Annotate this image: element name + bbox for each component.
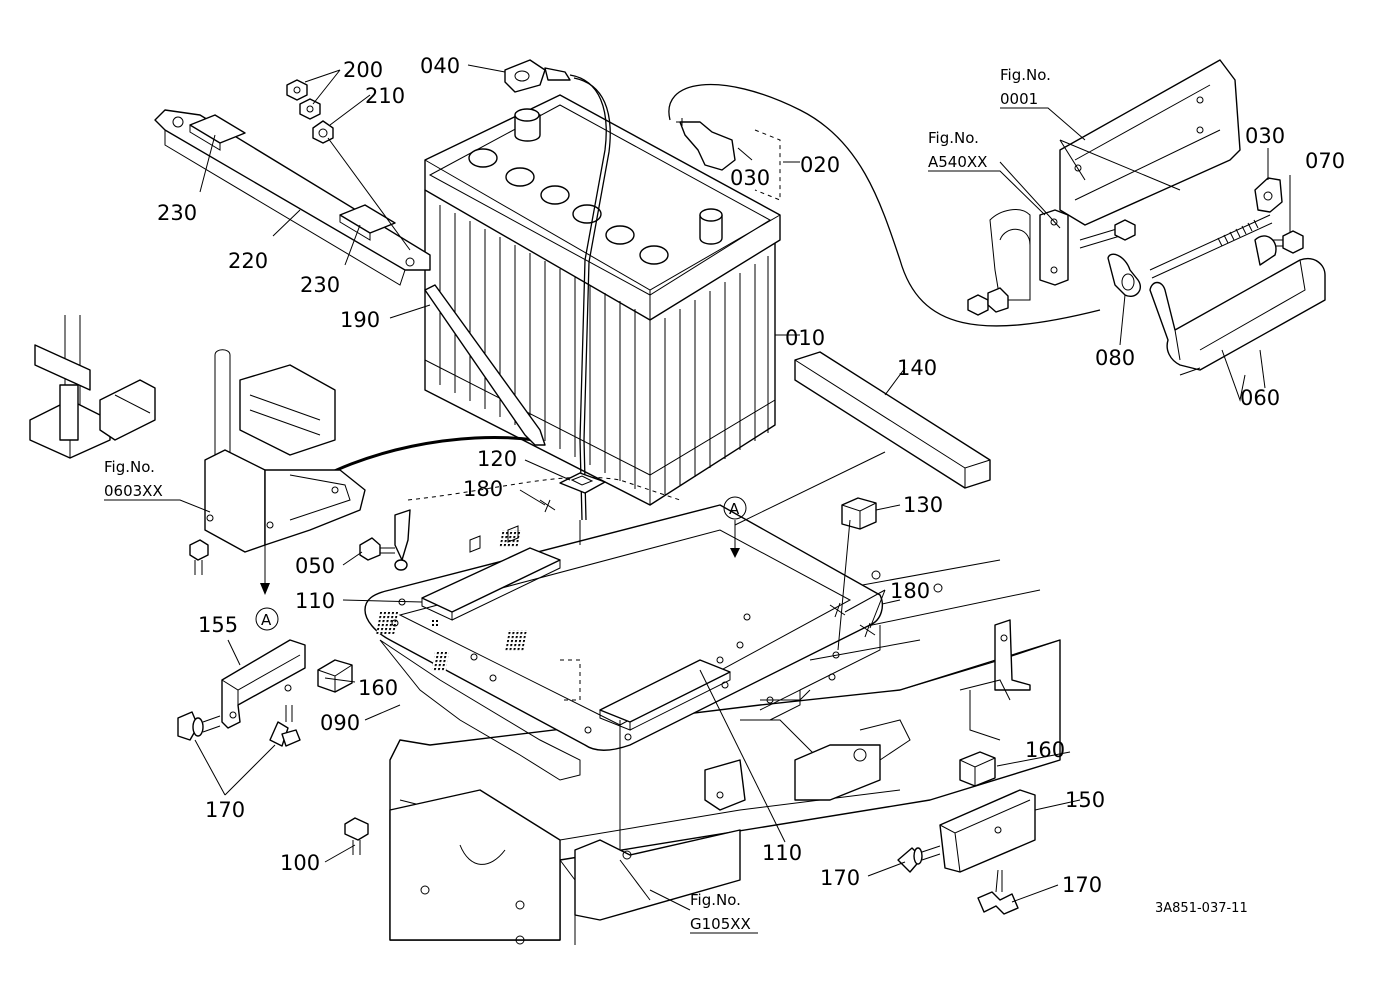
label-120[interactable]: 120 [477, 447, 517, 471]
plate-120[interactable] [559, 472, 606, 494]
plate-030-top[interactable] [1254, 177, 1283, 213]
label-110-right[interactable]: 110 [762, 841, 802, 865]
bolt-100[interactable] [344, 817, 369, 855]
label-170-left[interactable]: 170 [205, 798, 245, 822]
battery-terminal-negative [514, 108, 541, 142]
label-230-top[interactable]: 230 [157, 201, 197, 225]
battery-terminal-positive [699, 208, 723, 245]
label-230-bottom[interactable]: 230 [300, 273, 340, 297]
label-210[interactable]: 210 [365, 84, 405, 108]
frame-chassis [389, 559, 1061, 945]
rubber-strip-110-b[interactable] [599, 659, 731, 731]
battery-vent-caps [468, 148, 669, 265]
nut-210[interactable] [312, 120, 334, 144]
section-marker-a-lower: A [255, 607, 279, 631]
clip-180-b[interactable] [829, 602, 876, 638]
label-030-switch[interactable]: 030 [1245, 124, 1285, 148]
rubber-pad-230-b[interactable] [339, 204, 396, 241]
label-150[interactable]: 150 [1065, 788, 1105, 812]
label-070[interactable]: 070 [1305, 149, 1345, 173]
label-090[interactable]: 090 [320, 711, 360, 735]
label-170-mid[interactable]: 170 [820, 866, 860, 890]
bolt-050[interactable] [359, 537, 395, 561]
label-040[interactable]: 040 [420, 54, 460, 78]
rubber-pad-160-right[interactable] [959, 751, 996, 787]
label-160-right[interactable]: 160 [1025, 738, 1065, 762]
battery-holder-220[interactable] [154, 109, 431, 286]
figure-reference-0001[interactable]: Fig.No. 0001 [1000, 66, 1086, 141]
svg-text:A: A [261, 611, 272, 629]
cover-060[interactable] [1149, 235, 1326, 402]
svg-text:0001: 0001 [1000, 90, 1038, 108]
rubber-pad-230-a[interactable] [189, 114, 246, 151]
part-labels: 010 020 030 030 040 050 060 070 080 090 … [157, 54, 1345, 897]
bolt-030-right[interactable] [1079, 219, 1136, 249]
wing-bolt-170-a[interactable] [177, 711, 221, 741]
label-100[interactable]: 100 [280, 851, 320, 875]
rubber-pad-130[interactable] [841, 497, 877, 530]
frame-upper-right [1059, 59, 1241, 226]
nut-left-bottom [967, 287, 1009, 316]
svg-text:G105XX: G105XX [690, 915, 751, 933]
svg-text:0603XX: 0603XX [104, 482, 163, 500]
label-160-left[interactable]: 160 [358, 676, 398, 700]
label-170-right[interactable]: 170 [1062, 873, 1102, 897]
svg-text:Fig.No.: Fig.No. [1000, 66, 1051, 84]
label-180-right[interactable]: 180 [890, 579, 930, 603]
rod-190[interactable] [424, 284, 546, 446]
label-020[interactable]: 020 [800, 153, 840, 177]
drawing-code: 3A851-037-11 [1155, 901, 1248, 916]
svg-text:A540XX: A540XX [928, 153, 987, 171]
wing-bolt-170-d[interactable] [977, 869, 1019, 915]
clip-180-a[interactable] [539, 499, 556, 513]
label-080[interactable]: 080 [1095, 346, 1135, 370]
figure-reference-A540XX[interactable]: Fig.No. A540XX [928, 129, 1046, 216]
label-050[interactable]: 050 [295, 554, 335, 578]
rubber-pad-160-left[interactable] [317, 659, 353, 693]
svg-text:A: A [729, 500, 740, 518]
bracket-150[interactable] [939, 789, 1036, 873]
stay-140[interactable] [794, 351, 991, 489]
label-200[interactable]: 200 [343, 58, 383, 82]
label-155[interactable]: 155 [198, 613, 238, 637]
frame-mid-right [989, 209, 1069, 301]
label-130[interactable]: 130 [903, 493, 943, 517]
label-010[interactable]: 010 [785, 326, 825, 350]
label-030-battery[interactable]: 030 [730, 166, 770, 190]
wing-bolt-170-c[interactable] [897, 845, 941, 873]
svg-text:Fig.No.: Fig.No. [690, 891, 741, 909]
clamp-080[interactable] [1107, 253, 1142, 297]
figure-reference-G105XX[interactable]: Fig.No. G105XX [649, 889, 758, 934]
rod-spring [1149, 214, 1273, 279]
label-190[interactable]: 190 [340, 308, 380, 332]
label-180-left[interactable]: 180 [463, 477, 503, 501]
wing-bolt-170-b[interactable] [269, 705, 301, 747]
svg-text:Fig.No.: Fig.No. [104, 458, 155, 476]
left-structure [29, 315, 366, 595]
svg-text:Fig.No.: Fig.No. [928, 129, 979, 147]
leader-lines [194, 64, 1291, 903]
nut-200[interactable] [286, 79, 321, 120]
bracket-155[interactable] [221, 639, 306, 729]
cable-040[interactable] [504, 59, 611, 521]
label-220[interactable]: 220 [228, 249, 268, 273]
label-140[interactable]: 140 [897, 356, 937, 380]
battery-010[interactable] [424, 94, 781, 506]
cable-020[interactable] [668, 83, 1101, 327]
figure-reference-0603XX[interactable]: Fig.No. 0603XX [104, 458, 211, 513]
section-marker-a-upper: A [723, 496, 747, 520]
label-110-left[interactable]: 110 [295, 589, 335, 613]
label-060[interactable]: 060 [1240, 386, 1280, 410]
